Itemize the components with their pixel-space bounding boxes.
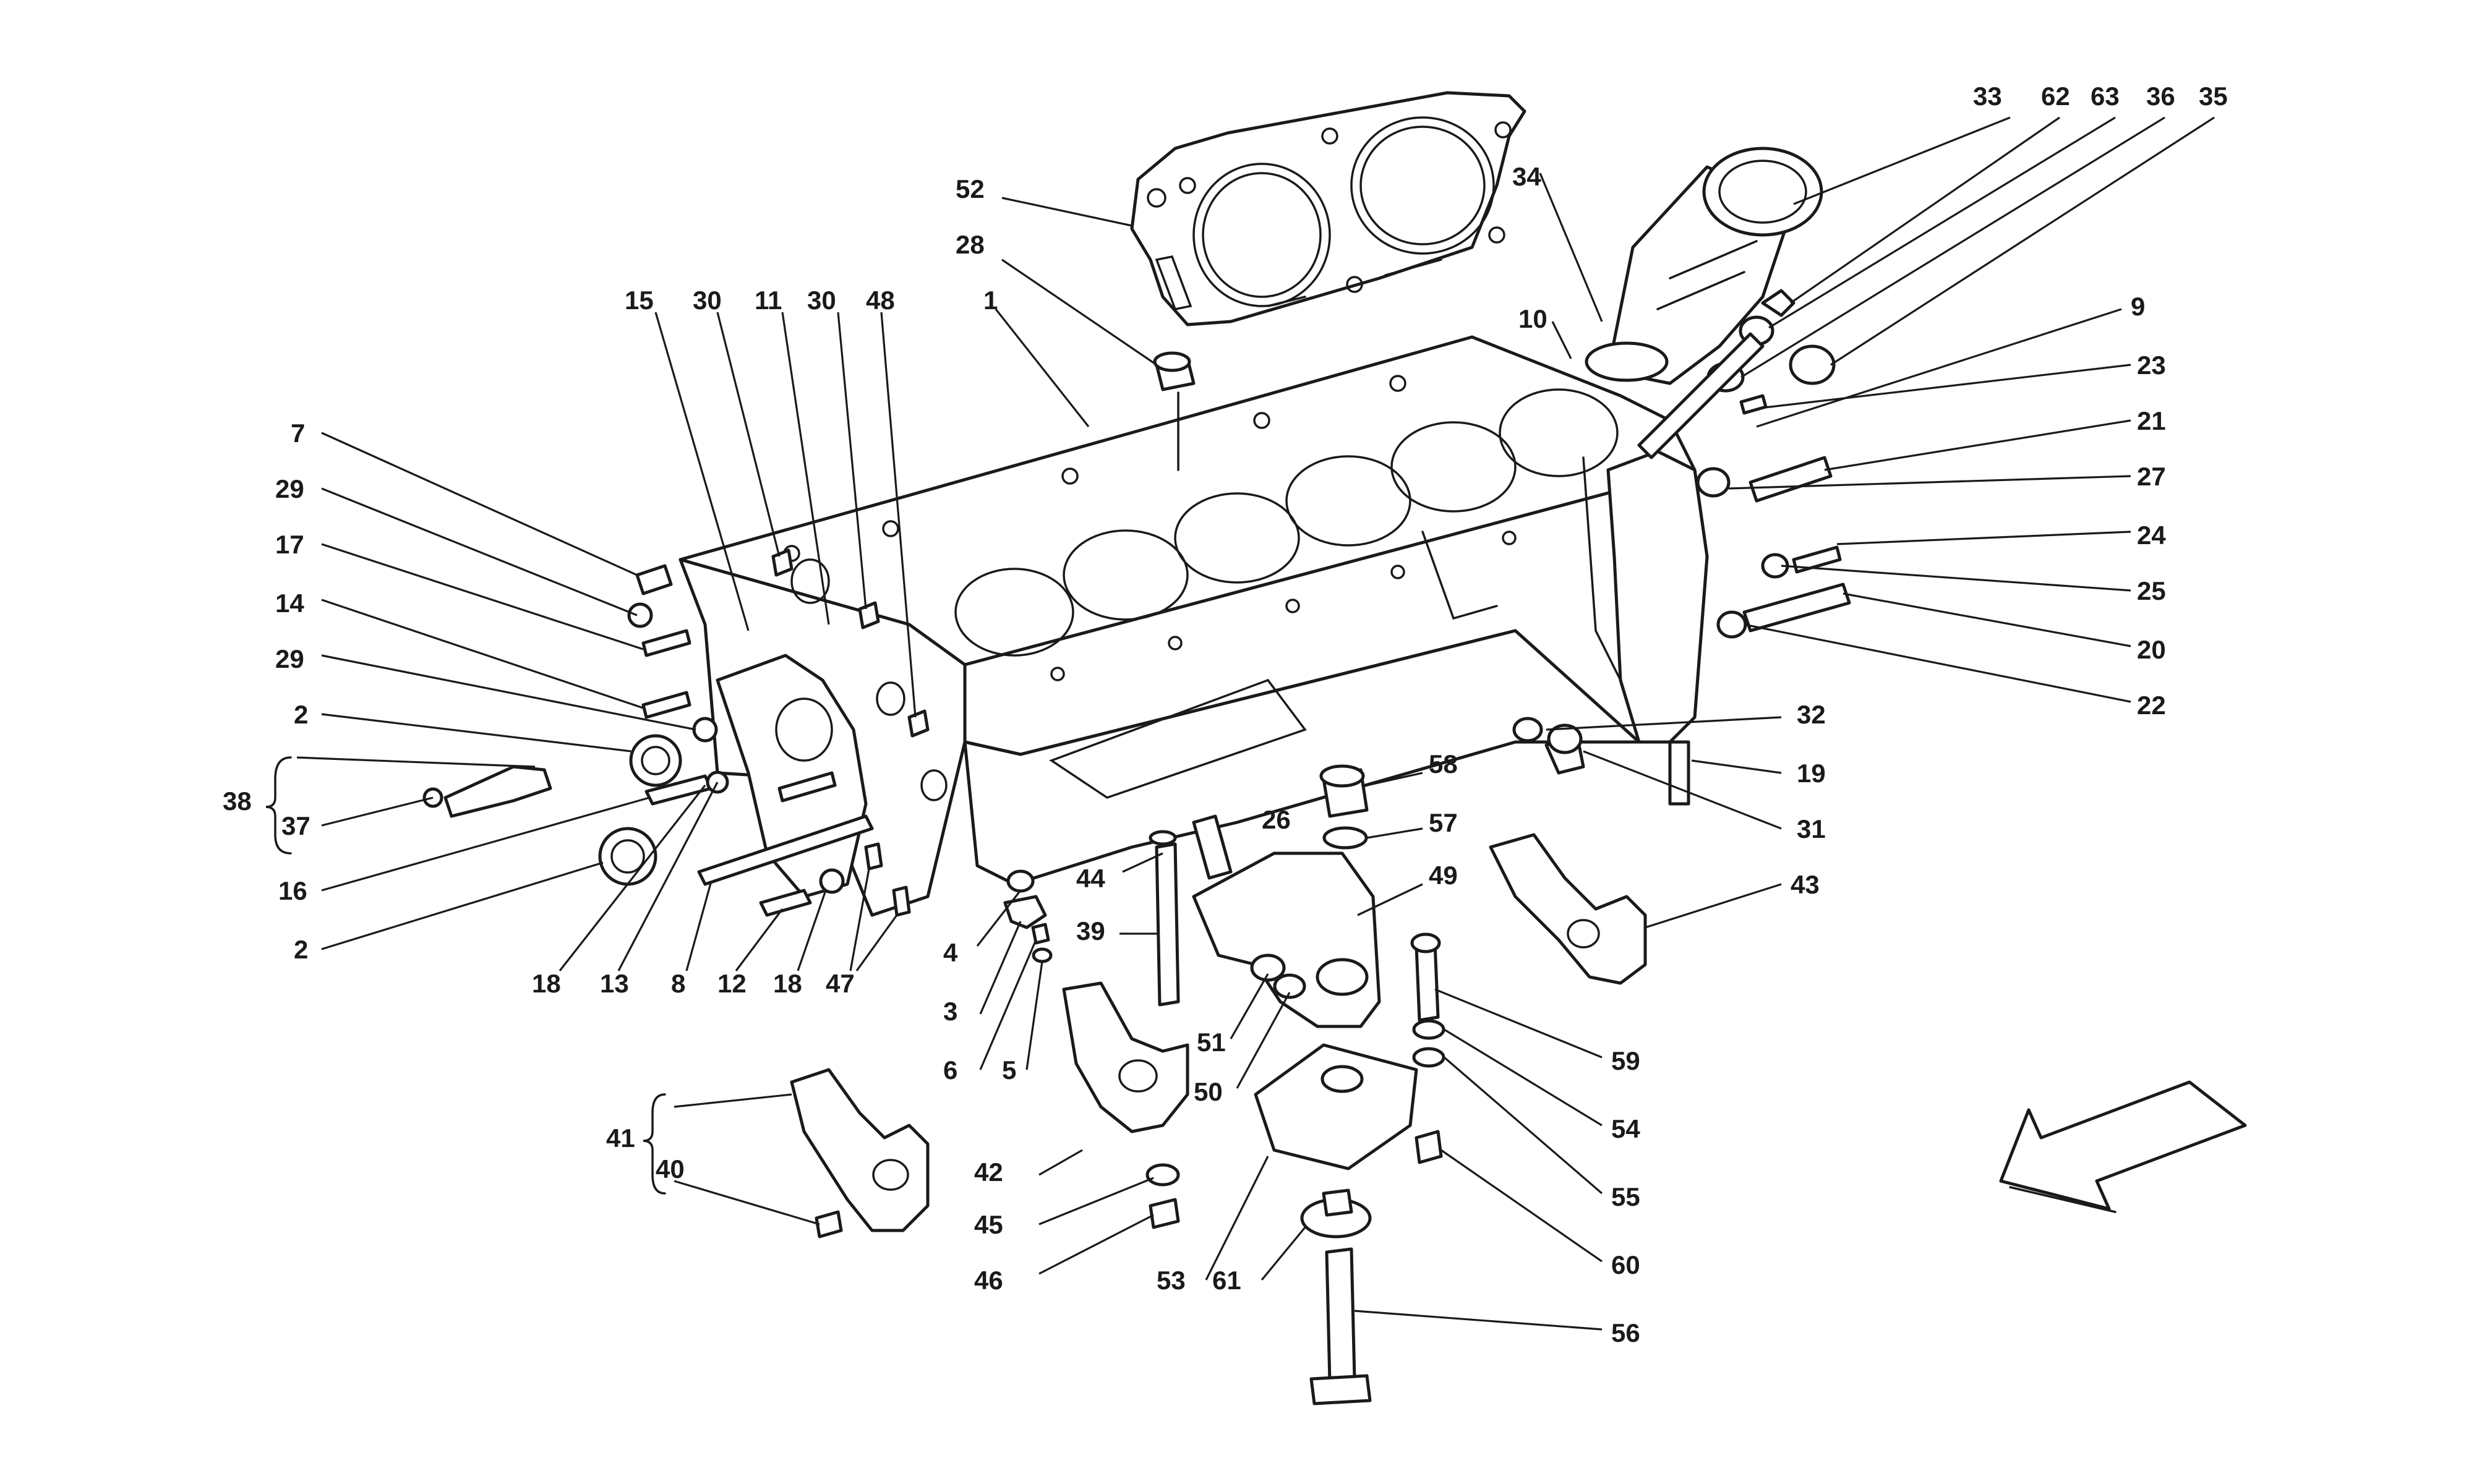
callout-label: 21 — [2137, 406, 2166, 435]
callout-label: 9 — [2131, 292, 2145, 321]
callout-label: 38 — [223, 787, 252, 816]
callout-label: 43 — [1791, 870, 1820, 899]
callout-label: 58 — [1429, 749, 1458, 778]
engine-mount-bracket — [1192, 851, 1381, 1028]
callout-label: 39 — [1076, 916, 1105, 945]
crankcase-block — [678, 335, 1709, 917]
callout-label: 50 — [1194, 1077, 1223, 1106]
callout-label: 46 — [974, 1266, 1003, 1295]
callout-label: 33 — [1973, 82, 2002, 111]
callout-label: 35 — [2199, 82, 2228, 111]
callout-label: 48 — [866, 286, 895, 315]
callout-label: 32 — [1797, 700, 1826, 729]
engine-mount-pad — [1254, 932, 1445, 1405]
callout-labels: 1 2 2 3 4 5 6 7 8 9 10 11 12 13 14 15 16… — [223, 82, 2228, 1347]
left-pins — [422, 548, 930, 917]
group-brackets — [265, 756, 666, 1195]
callout-label: 30 — [693, 286, 722, 315]
callout-label: 59 — [1611, 1046, 1640, 1075]
callout-label: 63 — [2091, 82, 2120, 111]
callout-label: 29 — [275, 644, 304, 673]
callout-label: 20 — [2137, 635, 2166, 664]
callout-label: 24 — [2137, 521, 2166, 550]
head-gasket — [1130, 91, 1526, 326]
callout-label: 10 — [1518, 304, 1547, 333]
callout-label: 53 — [1157, 1266, 1186, 1295]
callout-label: 30 — [807, 286, 836, 315]
callout-label: 45 — [974, 1210, 1003, 1239]
callout-label: 8 — [671, 969, 685, 998]
callout-label: 14 — [275, 589, 304, 618]
callout-label: 17 — [275, 530, 304, 559]
callout-label: 25 — [2137, 576, 2166, 605]
callout-label: 15 — [625, 286, 654, 315]
main-bearing-cap-43 — [1489, 833, 1647, 985]
callout-label: 18 — [773, 969, 802, 998]
callout-label: 51 — [1197, 1028, 1226, 1057]
callout-label: 36 — [2146, 82, 2175, 111]
fittings-3-6 — [1003, 869, 1053, 963]
callout-label: 40 — [656, 1154, 685, 1183]
callout-label: 27 — [2137, 462, 2166, 491]
callout-label: 62 — [2041, 82, 2070, 111]
bushing-58 — [1319, 764, 1369, 850]
leader-lines — [296, 116, 2215, 1331]
callout-label: 16 — [278, 876, 307, 905]
callout-label: 3 — [943, 997, 957, 1026]
callout-label: 61 — [1212, 1266, 1241, 1295]
callout-label: 4 — [943, 938, 958, 967]
callout-label: 47 — [826, 969, 855, 998]
callout-label: 34 — [1512, 162, 1541, 191]
callout-label: 29 — [275, 474, 304, 503]
filter-fittings — [1637, 289, 1836, 459]
callout-label: 1 — [983, 286, 998, 315]
plug-28 — [1153, 351, 1196, 471]
callout-label: 19 — [1797, 759, 1826, 788]
callout-label: 22 — [2137, 691, 2166, 720]
callout-label: 54 — [1611, 1114, 1640, 1143]
direction-arrow-icon — [1999, 1080, 2247, 1213]
callout-label: 2 — [294, 700, 308, 729]
callout-label: 31 — [1797, 814, 1826, 843]
callout-label: 11 — [755, 286, 782, 315]
callout-label: 37 — [281, 811, 310, 840]
callout-label: 60 — [1611, 1250, 1640, 1279]
right-pins — [1512, 394, 1851, 806]
callout-label: 42 — [974, 1158, 1003, 1187]
callout-label: 26 — [1262, 805, 1291, 834]
callout-label: 12 — [717, 969, 747, 998]
callout-label: 44 — [1076, 864, 1105, 893]
callout-label: 18 — [532, 969, 561, 998]
oil-filter — [1585, 147, 1823, 385]
stud-39 — [1149, 814, 1233, 1007]
callout-label: 7 — [291, 419, 305, 448]
main-bearing-cap-42 — [1062, 981, 1189, 1229]
callout-label: 55 — [1611, 1182, 1640, 1211]
callout-label: 41 — [606, 1124, 635, 1153]
callout-label: 23 — [2137, 351, 2166, 380]
callout-label: 2 — [294, 935, 308, 964]
main-bearing-cap-41 — [790, 1068, 930, 1239]
callout-label: 56 — [1611, 1318, 1640, 1347]
callout-label: 52 — [956, 174, 985, 203]
callout-label: 57 — [1429, 808, 1458, 837]
callout-label: 13 — [600, 969, 629, 998]
callout-label: 49 — [1429, 861, 1458, 890]
callout-label: 28 — [956, 230, 985, 259]
callout-label: 5 — [1002, 1055, 1016, 1085]
callout-label: 6 — [943, 1055, 957, 1085]
